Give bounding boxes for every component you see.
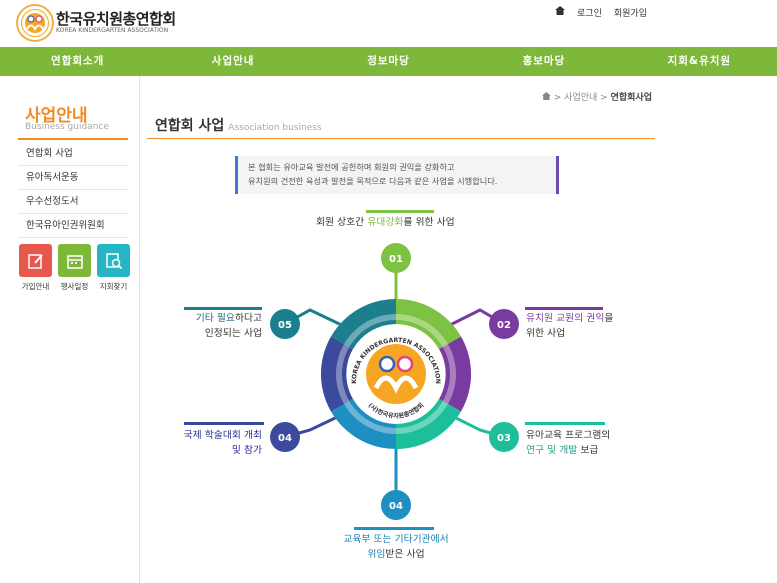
badge-04-left — [270, 422, 300, 452]
nav-item-branch[interactable]: 지회&유치원 — [667, 55, 732, 67]
sidebar: 사업안내 Business guidance 연합회 사업 유아독서운동 우수선… — [0, 76, 140, 583]
calendar-icon — [58, 244, 91, 277]
sidebar-item-books[interactable]: 우수선정도서 — [18, 190, 128, 214]
signup-link[interactable]: 회원가입 — [613, 9, 647, 19]
search-icon — [97, 244, 130, 277]
intro-line-1: 본 협회는 유아교육 발전에 공헌하며 회원의 권익을 강화하고 — [248, 162, 455, 172]
logo-name[interactable]: 한국유치원총연합회 — [56, 10, 176, 28]
label-bar-01 — [366, 210, 434, 213]
sidebar-menu: 연합회 사업 유아독서운동 우수선정도서 한국유아인권위원회 — [18, 142, 128, 238]
main-navigation: 연합회소개 사업안내 정보마당 홍보마당 지회&유치원 — [0, 47, 777, 76]
sidebar-subtitle: Business guidance — [25, 122, 109, 132]
nav-item-business[interactable]: 사업안내 — [211, 55, 255, 67]
quick-buttons: 가입안내 행사일정 지회찾기 — [19, 244, 130, 292]
quick-branch-label: 지회찾기 — [99, 282, 128, 291]
edit-icon — [19, 244, 52, 277]
svg-text:04: 04 — [389, 501, 403, 512]
nav-item-pr[interactable]: 홍보마당 — [522, 55, 566, 67]
badge-03 — [489, 422, 519, 452]
label-bar-04-bottom — [354, 527, 434, 530]
svg-text:01: 01 — [389, 254, 403, 265]
badge-04-bottom — [381, 490, 411, 520]
badge-01 — [381, 243, 411, 273]
sidebar-item-association-business[interactable]: 연합회 사업 — [18, 142, 128, 166]
sidebar-divider — [18, 138, 128, 140]
top-menu: 로그인 회원가입 — [555, 6, 647, 19]
intro-box: 본 협회는 유아교육 발전에 공헌하며 회원의 권익을 강화하고 유치원의 건전… — [235, 156, 559, 194]
svg-text:04: 04 — [278, 433, 292, 444]
nav-item-info[interactable]: 정보마당 — [367, 55, 410, 67]
quick-schedule-label: 행사일정 — [60, 282, 89, 291]
svg-text:05: 05 — [278, 320, 292, 331]
header: 한국유치원총연합회 KOREA KINDERGARTEN ASSOCIATION… — [0, 0, 777, 47]
label-bar-05 — [184, 307, 262, 310]
association-logo[interactable] — [18, 6, 52, 40]
quick-join-label: 가입안내 — [21, 282, 50, 291]
home-icon[interactable] — [555, 6, 566, 15]
item-01-label: 회원 상호간 유대강화를 위한 사업 — [316, 217, 455, 228]
badge-02 — [489, 309, 519, 339]
login-link[interactable]: 로그인 — [577, 9, 602, 19]
svg-text:02: 02 — [497, 320, 511, 331]
intro-line-2: 유치원의 건전한 육성과 발전을 목적으로 다음과 같은 사업을 시행합니다. — [248, 176, 498, 186]
sidebar-item-reading[interactable]: 유아독서운동 — [18, 166, 128, 190]
label-bar-02 — [525, 307, 603, 310]
quick-schedule-button[interactable]: 행사일정 — [58, 244, 91, 292]
badge-05 — [270, 309, 300, 339]
breadcrumb-business[interactable]: 사업안내 — [564, 93, 598, 103]
title-divider — [147, 138, 655, 139]
label-bar-03 — [525, 422, 605, 425]
quick-branch-button[interactable]: 지회찾기 — [97, 244, 130, 292]
breadcrumb: > 사업안내 > 연합회사업 — [541, 90, 652, 103]
breadcrumb-current: 연합회사업 — [610, 93, 652, 103]
center-logo-icon — [366, 344, 426, 404]
svg-text:03: 03 — [497, 433, 511, 444]
nav-item-about[interactable]: 연합회소개 — [51, 55, 105, 67]
sidebar-item-human-rights[interactable]: 한국유아인권위원회 — [18, 214, 128, 238]
label-bar-04-left — [184, 422, 264, 425]
quick-join-button[interactable]: 가입안내 — [19, 244, 52, 292]
page-title-en: Association business — [228, 123, 322, 133]
logo-subtitle: KOREA KINDERGARTEN ASSOCIATION — [56, 27, 169, 34]
home-icon[interactable] — [541, 92, 551, 100]
sidebar-title: 사업안내 — [25, 106, 88, 126]
outer-ring: KOREA KINDERGARTEN ASSOCIATION (사)한국유치원총… — [320, 298, 472, 450]
